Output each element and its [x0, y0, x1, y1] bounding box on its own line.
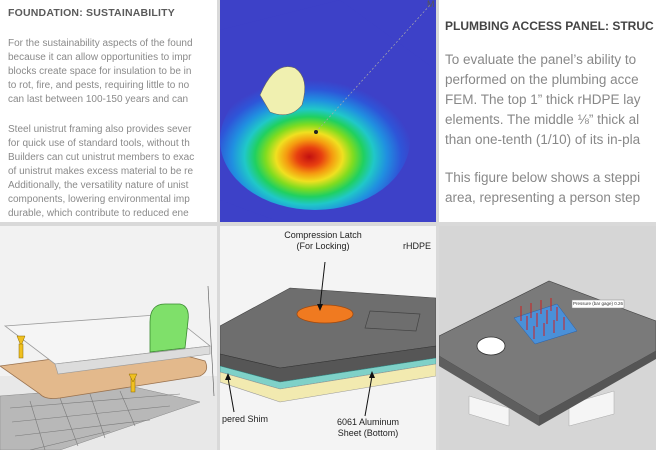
probe-label: M — [427, 0, 435, 9]
foundation-paragraph-2: Steel unistrut framing also provides sev… — [8, 123, 194, 221]
latch-label: Compression Latch (For Locking) — [268, 230, 378, 252]
support-block — [468, 395, 510, 427]
tile-plumbing-text[interactable]: PLUMBING ACCESS PANEL: STRUC To evaluate… — [439, 0, 656, 222]
plumbing-paragraph-2: This figure below shows a steppi area, r… — [445, 168, 640, 208]
probe-line — [315, 4, 431, 133]
text-line: blocks create space for insulation to be… — [8, 66, 192, 77]
shim-label: pered Shim — [222, 414, 269, 424]
plumbing-paragraph-1: To evaluate the panel’s ability to perfo… — [445, 50, 641, 150]
rhdpe-label: rHDPE — [403, 241, 432, 251]
text-line: area, representing a person step — [445, 190, 641, 205]
block-wall — [0, 385, 201, 450]
text-line: because it can allow opportunities to im… — [8, 52, 192, 63]
load-test-graphic — [439, 280, 656, 427]
aluminum-sheet — [220, 363, 436, 403]
pressure-callout: Pressure (bar gage) 0.26 — [573, 301, 624, 306]
access-panel-graphic — [220, 261, 436, 417]
pipe-hole — [476, 336, 506, 356]
text-line: to rot, fire, and pests, requiring littl… — [8, 80, 190, 91]
anchor-bolt — [16, 335, 26, 347]
text-line: To evaluate the panel’s ability to — [445, 52, 637, 67]
tile-foundation-text[interactable]: FOUNDATION: SUSTAINABILITY For the susta… — [0, 0, 217, 222]
tile-access-panel-render[interactable]: Compression Latch (For Locking) rHDPE pe… — [220, 226, 436, 450]
text-line: performed on the plumbing acce — [445, 72, 639, 87]
text-line: elements. The middle ⅛” thick al — [445, 112, 640, 127]
tapered-shim — [220, 357, 436, 390]
fem-cutout — [259, 66, 306, 116]
tile-foundation-cad-render[interactable] — [0, 226, 217, 450]
foundation-cad-graphic — [0, 285, 217, 450]
fem-stress-contour — [220, 70, 410, 210]
foundation-heading: FOUNDATION: SUSTAINABILITY — [8, 7, 175, 19]
tile-fem-contour-image[interactable]: M — [220, 0, 436, 222]
text-line: can last between 100-150 years and can — [8, 94, 189, 105]
probe-point — [314, 130, 318, 134]
text-line: For the sustainability aspects of the fo… — [8, 38, 193, 49]
text-line: FEM. The top 1” thick rHDPE lay — [445, 92, 641, 107]
text-line: than one-tenth (1/10) of its in-pla — [445, 132, 641, 147]
plumbing-heading: PLUMBING ACCESS PANEL: STRUC — [445, 19, 654, 33]
text-line: Additionally, the versatility nature of … — [8, 180, 189, 191]
latch-label-line2: (For Locking) — [296, 241, 350, 251]
panel-surface — [439, 280, 656, 417]
text-line: durable, which contribute to reduced ene — [8, 208, 189, 219]
tile-load-test-render[interactable]: Pressure (bar gage) 0.26 — [439, 226, 656, 450]
text-line: for quick use of standard tools, without… — [8, 138, 190, 149]
support-block — [568, 390, 615, 427]
panel-outline — [364, 310, 421, 332]
text-line: components, lowering environmental imp — [8, 194, 190, 205]
pipe-fitting — [149, 303, 189, 353]
foundation-paragraph-1: For the sustainability aspects of the fo… — [8, 37, 193, 107]
text-line: Builders can cut unistrut members to exa… — [8, 152, 195, 163]
text-line: of unistrut makes excess material to be … — [8, 166, 194, 177]
fem-contour-graphic — [220, 0, 436, 222]
text-line: Steel unistrut framing also provides sev… — [8, 124, 192, 135]
load-arrows — [520, 298, 565, 339]
load-area — [513, 303, 578, 345]
latch-label-line1: Compression Latch — [284, 230, 362, 240]
aluminum-label-line2: Sheet (Bottom) — [337, 428, 399, 438]
aluminum-label: 6061 Aluminum Sheet (Bottom) — [328, 417, 408, 439]
compression-latch — [296, 304, 354, 324]
rhdpe-top-layer — [220, 287, 436, 369]
aluminum-label-line1: 6061 Aluminum — [336, 417, 400, 427]
callout-box — [571, 299, 625, 309]
text-line: This figure below shows a steppi — [445, 170, 641, 185]
